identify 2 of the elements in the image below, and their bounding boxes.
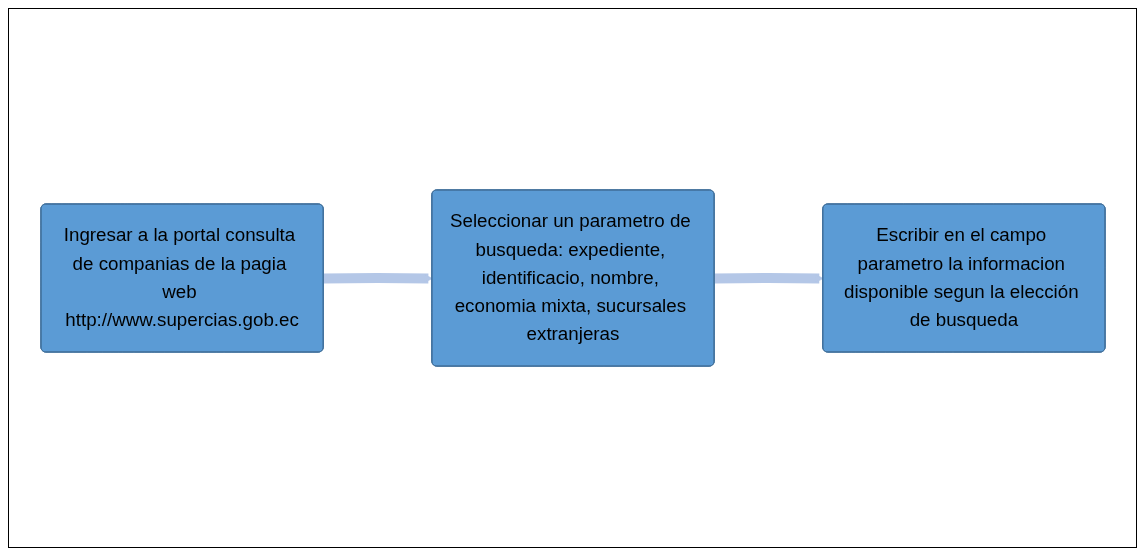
arrow — [323, 273, 433, 284]
arrow — [714, 273, 824, 284]
